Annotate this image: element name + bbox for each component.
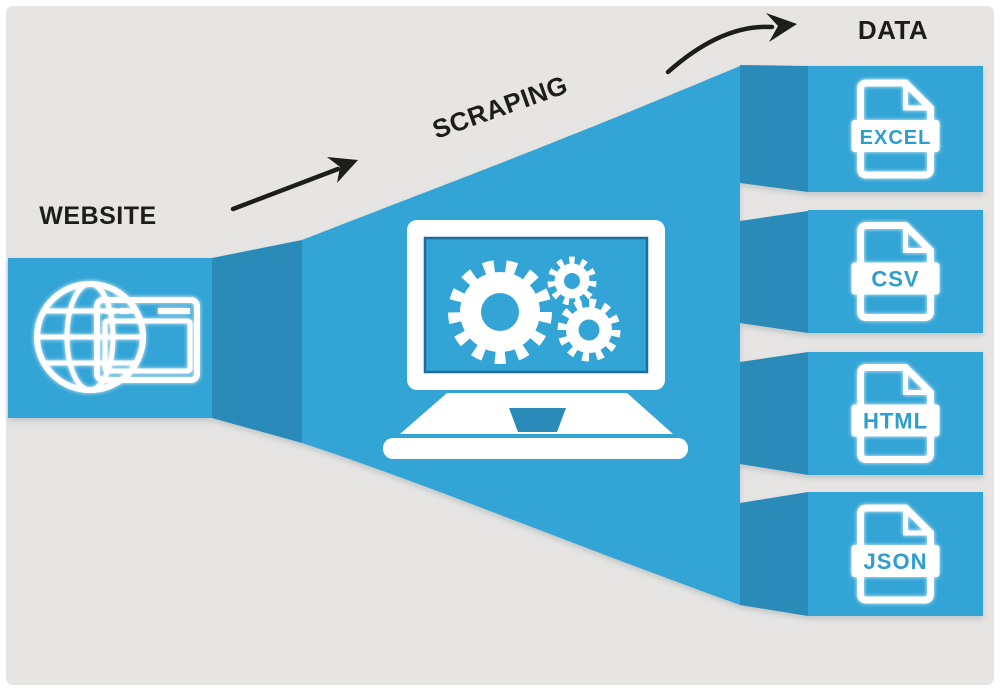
connector-json [740,492,808,616]
gear-medium-icon [557,298,621,362]
connector-html [740,352,808,475]
gears-icon [448,256,621,364]
data-label: DATA [858,15,928,45]
laptop-touchpad-notch [509,408,566,432]
folded-corner-icon [903,83,931,111]
file-type-label: EXCEL [860,127,932,149]
connector-csv [740,211,808,333]
gear-large-icon [448,260,552,364]
arrow-scraping-to-data [665,13,797,75]
file-type-label: HTML [863,409,928,434]
file-icon-csv: CSV [851,222,940,321]
connector-excel [740,65,808,192]
folded-corner-icon [903,367,931,395]
arrowhead-icon [766,13,797,42]
arrow-website-to-scraping [230,157,358,212]
browser-window-icon [94,297,200,383]
laptop-base [383,438,688,459]
globe-browser-icon [34,281,200,393]
website-label: WEBSITE [39,202,156,230]
file-type-label: CSV [871,267,919,292]
file-icon-excel: EXCEL [851,79,940,179]
funnel-neck [212,240,302,443]
file-type-label: JSON [864,549,928,574]
file-icon-html: HTML [851,364,940,463]
gear-small-icon [547,256,597,306]
laptop-gears-icon [383,220,688,459]
folded-corner-icon [903,225,931,253]
arrowhead-icon [327,157,358,183]
folded-corner-icon [903,508,931,536]
file-icon-json: JSON [851,504,940,604]
